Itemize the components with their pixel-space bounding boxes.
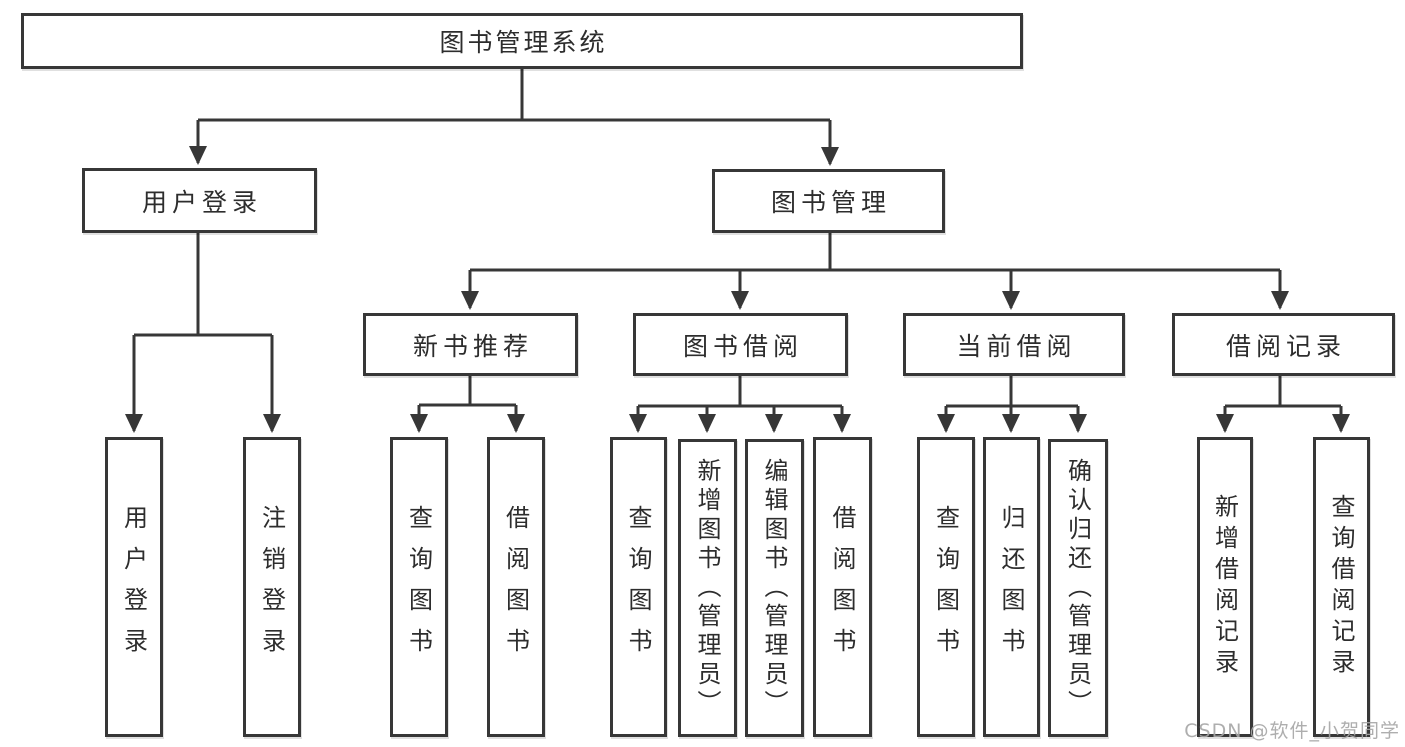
edge-newbook-to-leaves — [410, 376, 525, 433]
node-leaf-logout: 注销登录 — [243, 437, 301, 737]
node-book-management: 图书管理 — [712, 169, 945, 233]
node-leaf-edit-books-admin: 编辑图书（管理员） — [745, 439, 804, 737]
node-leaf-confirm-return-admin: 确认归还（管理员） — [1048, 439, 1108, 737]
edge-records-to-leaves — [1216, 376, 1350, 433]
node-new-book-recommendation: 新书推荐 — [363, 313, 578, 376]
node-leaf-query-books-2: 查询图书 — [610, 437, 667, 737]
node-current-borrowing: 当前借阅 — [903, 313, 1125, 376]
node-leaf-user-login: 用户登录 — [105, 437, 163, 737]
edge-current-to-leaves — [937, 375, 1087, 433]
edge-userlogin-to-leaves — [125, 233, 281, 433]
edge-root-to-level2 — [189, 69, 839, 166]
node-leaf-query-books-1: 查询图书 — [390, 437, 448, 737]
node-library-management-system: 图书管理系统 — [21, 13, 1023, 69]
node-user-login: 用户登录 — [82, 168, 317, 233]
node-leaf-add-books-admin: 新增图书（管理员） — [678, 439, 737, 737]
node-book-borrowing: 图书借阅 — [633, 313, 848, 376]
node-borrowing-records: 借阅记录 — [1172, 313, 1395, 376]
edge-borrowing-to-leaves — [629, 376, 851, 433]
node-leaf-return-books: 归还图书 — [983, 437, 1040, 737]
node-leaf-query-books-3: 查询图书 — [917, 437, 975, 737]
node-leaf-borrow-books-2: 借阅图书 — [813, 437, 872, 737]
node-leaf-query-borrow-record: 查询借阅记录 — [1313, 437, 1370, 737]
node-leaf-borrow-books-1: 借阅图书 — [487, 437, 545, 737]
csdn-watermark: CSDN @软件_小贺同学 — [1184, 720, 1400, 742]
node-leaf-add-borrow-record: 新增借阅记录 — [1197, 437, 1253, 737]
edge-bookmgmt-to-level3 — [461, 233, 1289, 310]
